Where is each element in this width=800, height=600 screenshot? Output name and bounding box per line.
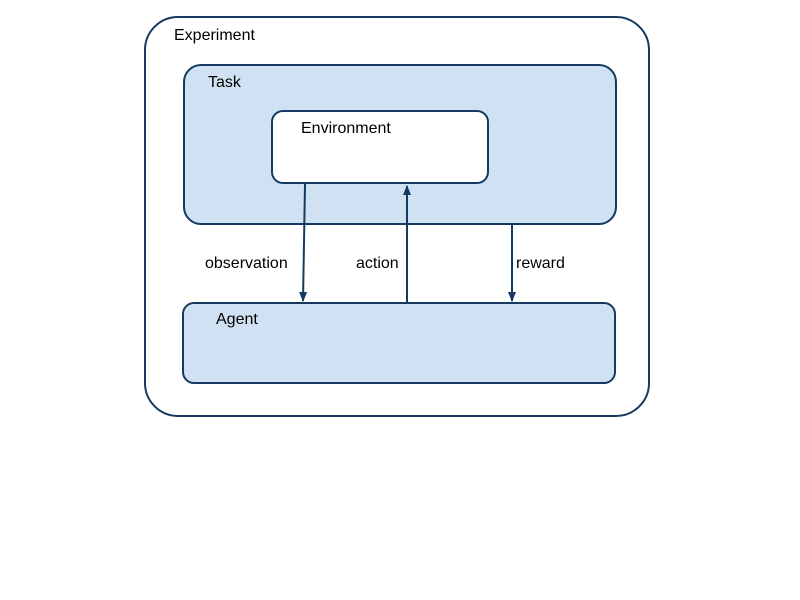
agent-box: [182, 302, 616, 384]
reward-label: reward: [516, 255, 565, 272]
observation-label: observation: [205, 255, 288, 272]
experiment-label: Experiment: [174, 27, 255, 44]
agent-label: Agent: [216, 311, 258, 328]
task-label: Task: [208, 74, 241, 91]
environment-label: Environment: [301, 120, 391, 137]
environment-box: [271, 110, 489, 184]
action-label: action: [356, 255, 399, 272]
